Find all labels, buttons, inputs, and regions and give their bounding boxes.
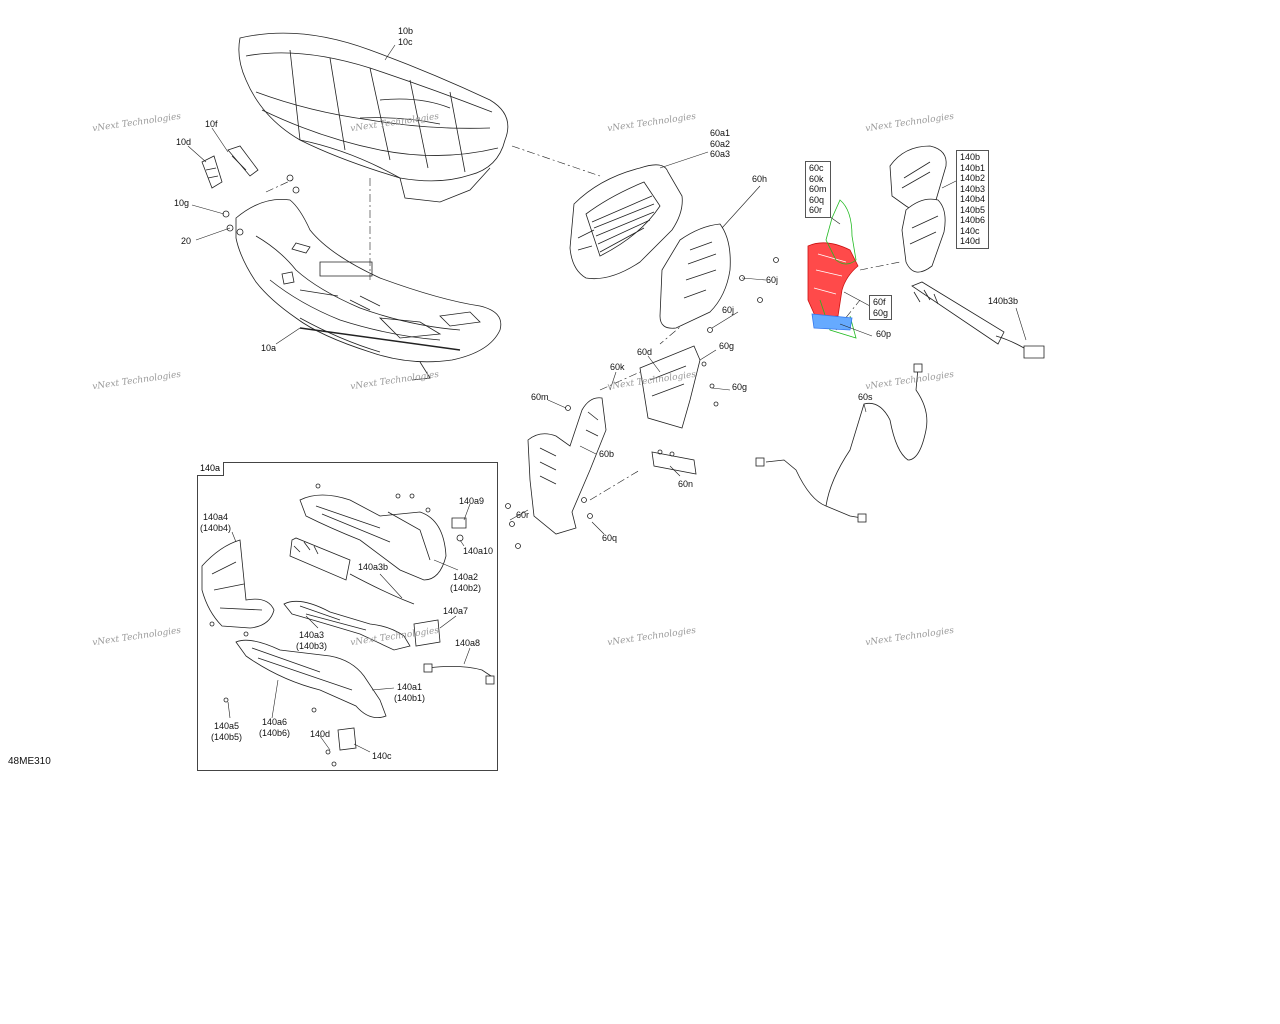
callout-text: (140b1)	[394, 692, 426, 703]
seat-base	[235, 199, 502, 381]
callout-text: 140b3	[960, 183, 986, 194]
callout-140a3b: 140a3b	[358, 562, 389, 572]
assembly-lines	[265, 145, 901, 501]
callout-140a7: 140a7	[443, 606, 469, 616]
callout-bracket-10f: 10f	[205, 119, 218, 129]
inset-tag: 140a	[197, 462, 225, 476]
callout-60b: 60b	[599, 449, 615, 459]
backrest	[569, 164, 683, 280]
callout-screw-60j: 60j	[766, 275, 779, 285]
seat-cushion	[238, 32, 509, 203]
callout-60g: 60g	[732, 382, 748, 392]
callout-140d: 140d	[310, 729, 331, 739]
callout-text: 140a3	[299, 630, 325, 640]
callout-140a10: 140a10	[463, 546, 494, 556]
callout-bracket-10d: 10d	[176, 137, 192, 147]
callout-text: 140b	[960, 152, 981, 162]
callout-text: (140b4)	[200, 522, 232, 533]
callout-140a2: 140a2 (140b2)	[450, 572, 481, 593]
bracket-10d	[201, 155, 223, 189]
callout-text: 60k	[809, 173, 824, 184]
callout-60d: 60d	[637, 347, 653, 357]
callout-60g: 60g	[719, 341, 735, 351]
callout-text: 140a4	[203, 512, 229, 522]
wiring-harness	[755, 363, 928, 523]
callout-60s: 60s	[858, 392, 873, 402]
callout-text: (140b3)	[296, 640, 328, 651]
callout-text: 140a5	[214, 721, 240, 731]
callout-text: 140b4	[960, 194, 986, 204]
callout-screw-20: 20	[181, 236, 192, 246]
heater-pad	[911, 281, 1045, 359]
callout-140a1: 140a1 (140b1)	[394, 682, 425, 703]
callout-text: 140a6	[262, 717, 288, 727]
callout-text: (140b5)	[211, 731, 243, 742]
callout-text: 60g	[873, 307, 889, 318]
inset-parts	[201, 483, 495, 767]
bracket-60n	[651, 449, 697, 475]
callout-screw-60j: 60j	[722, 305, 735, 315]
callout-140a8: 140a8	[455, 638, 481, 648]
callout-60n: 60n	[678, 479, 694, 489]
callout-heater-pad: 140b3b	[988, 296, 1019, 306]
callout-140a6: 140a6 (140b6)	[259, 717, 290, 738]
callout-text: 60a2	[710, 138, 731, 149]
callout-text: 60m	[809, 184, 827, 194]
callout-text: 60f	[873, 297, 886, 307]
callout-text: 140b6	[960, 215, 986, 225]
callout-backrest: 60a1 60a2 60a3	[710, 128, 730, 160]
callout-armrest-group: 140b 140b1 140b2 140b3 140b4 140b5 140b6…	[956, 150, 990, 249]
bracket-60d	[639, 345, 719, 429]
callout-text: 10c	[398, 36, 413, 47]
callout-text: 60r	[809, 205, 823, 215]
callout-text: (140b6)	[259, 727, 291, 738]
armrest-right	[889, 145, 947, 273]
callout-text: 60q	[809, 194, 825, 205]
callout-140a5: 140a5 (140b5)	[211, 721, 242, 742]
callout-140a9: 140a9	[459, 496, 485, 506]
callout-screw-10g: 10g	[174, 198, 190, 208]
callout-seat-base: 10a	[261, 343, 277, 353]
frame-leaders	[509, 349, 731, 535]
callout-text: 140b5	[960, 204, 986, 215]
callout-140a3: 140a3 (140b3)	[296, 630, 327, 651]
callout-colored-fg: 60f 60g	[869, 295, 893, 320]
callout-60m: 60m	[531, 392, 549, 402]
panel-60h	[659, 223, 779, 333]
screws-10g-20	[222, 174, 300, 236]
callout-60r: 60r	[516, 510, 530, 520]
callout-140a4: 140a4 (140b4)	[200, 512, 231, 533]
callout-text: 140a1	[397, 682, 423, 692]
callout-text: 140d	[960, 236, 981, 246]
callout-140c: 140c	[372, 751, 392, 761]
bracket-10f	[227, 145, 259, 177]
callout-text: 140b2	[960, 173, 986, 183]
callout-colored-group: 60c 60k 60m 60q 60r	[805, 161, 831, 218]
callout-60q: 60q	[602, 533, 618, 543]
colored-bracket	[807, 199, 859, 339]
callout-text: 60a1	[710, 128, 731, 138]
callout-text: 10b	[398, 26, 414, 36]
callout-text: 140c	[960, 225, 980, 236]
callout-text: 140b1	[960, 162, 986, 173]
callout-text: 60a3	[710, 149, 731, 159]
callout-seat: 10b 10c	[398, 26, 413, 47]
frame-60b	[505, 397, 607, 549]
inset-leaders	[227, 503, 471, 753]
armrest-leaders	[941, 179, 959, 189]
diagram-reference: 48ME310	[8, 756, 51, 767]
callout-60k: 60k	[610, 362, 625, 372]
inset-frame	[197, 462, 498, 771]
callout-text: 140a2	[453, 572, 479, 582]
callout-text: (140b2)	[450, 582, 482, 593]
callout-panel-60h: 60h	[752, 174, 768, 184]
seat-leaders	[187, 44, 396, 345]
callout-text: 60c	[809, 163, 824, 173]
callout-60p: 60p	[876, 329, 892, 339]
backrest-leaders	[659, 151, 767, 329]
